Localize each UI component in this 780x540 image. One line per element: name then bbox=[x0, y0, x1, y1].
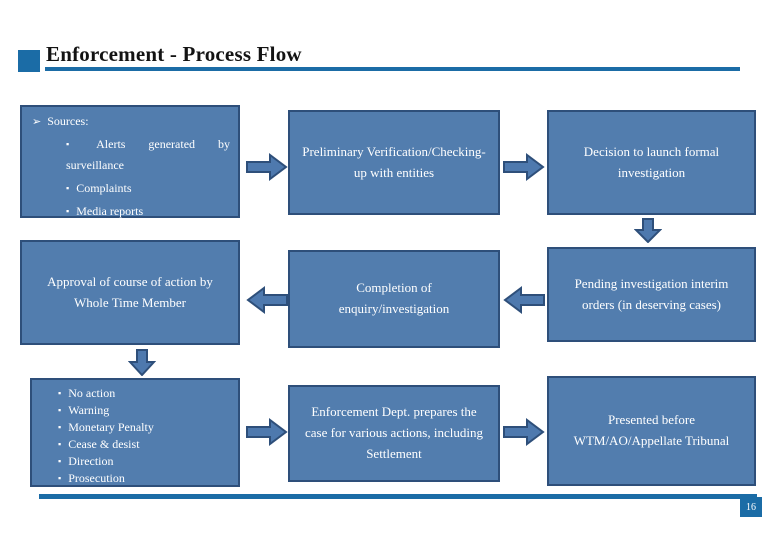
chevron-bullet-icon: ➢ bbox=[32, 116, 42, 128]
list-item: ▪ Warning bbox=[58, 402, 238, 419]
preliminary-verification-box: Preliminary Verification/Checking-up wit… bbox=[288, 110, 500, 215]
page-number-badge: 16 bbox=[740, 497, 762, 517]
box-label: Approval of course of action by Whole Ti… bbox=[47, 273, 213, 310]
list-item: ▪ Monetary Penalty bbox=[58, 419, 238, 436]
pending-orders-box: Pending investigation interim orders (in… bbox=[547, 247, 756, 342]
list-item-label: Monetary Penalty bbox=[68, 420, 154, 434]
sources-heading: ➢ Sources: bbox=[22, 107, 238, 129]
sources-box: ➢Sources: ▪Alerts generated by surveilla… bbox=[20, 105, 240, 218]
square-bullet-icon: ▪ bbox=[58, 456, 62, 466]
box-label: Enforcement Dept. prepares the case for … bbox=[305, 404, 483, 461]
list-item: ▪ Prosecution bbox=[58, 470, 238, 487]
square-bullet-icon: ▪ bbox=[66, 206, 70, 216]
box-label: Decision to launch formal investigation bbox=[583, 143, 720, 180]
page-number: 16 bbox=[746, 501, 756, 513]
box-label: Pending investigation interim orders (in… bbox=[574, 275, 729, 312]
presented-before-box: Presented before WTM/AO/Appellate Tribun… bbox=[547, 376, 756, 486]
list-item-label: Alerts generated by surveillance bbox=[66, 137, 230, 172]
arrow-down-icon bbox=[634, 218, 662, 243]
box-label: Completion of enquiry/investigation bbox=[338, 280, 450, 316]
arrow-right-icon bbox=[503, 152, 545, 182]
square-bullet-icon: ▪ bbox=[58, 439, 62, 449]
square-bullet-icon: ▪ bbox=[58, 473, 62, 483]
arrow-right-icon bbox=[503, 417, 545, 447]
list-item-label: No action bbox=[68, 386, 116, 400]
page-title: Enforcement - Process Flow bbox=[46, 42, 302, 66]
arrow-right-icon bbox=[246, 417, 288, 447]
list-item-label: Cease & desist bbox=[68, 437, 140, 451]
list-item-label: Media reports bbox=[76, 204, 144, 218]
box-label: Preliminary Verification/Checking-up wit… bbox=[302, 143, 486, 180]
arrow-left-icon bbox=[503, 285, 545, 315]
arrow-left-icon bbox=[246, 285, 288, 315]
footer-rule bbox=[39, 494, 757, 499]
actions-list: ▪ No action ▪ Warning ▪ Monetary Penalty ▪ C… bbox=[32, 380, 238, 487]
list-item: ▪ Media reports bbox=[66, 201, 230, 222]
list-item: ▪ Complaints bbox=[66, 178, 230, 199]
square-bullet-icon: ▪ bbox=[58, 422, 62, 432]
box-label: Presented before WTM/AO/Appellate Tribun… bbox=[573, 412, 730, 448]
list-item: ▪Alerts generated by surveillance bbox=[66, 134, 230, 176]
sources-heading-label: Sources: bbox=[47, 114, 89, 128]
square-bullet-icon: ▪ bbox=[58, 388, 62, 398]
title-underline bbox=[45, 67, 740, 71]
list-item-label: Prosecution bbox=[68, 471, 125, 485]
square-bullet-icon: ▪ bbox=[66, 139, 90, 149]
list-item: ▪ Cease & desist bbox=[58, 436, 238, 453]
title-accent-square bbox=[18, 50, 40, 72]
decision-box: Decision to launch formal investigation bbox=[547, 110, 756, 215]
list-item: ▪ No action bbox=[58, 385, 238, 402]
list-item-label: Complaints bbox=[76, 181, 132, 195]
arrow-down-icon bbox=[128, 349, 156, 376]
arrow-right-icon bbox=[246, 152, 288, 182]
enforcement-dept-box: Enforcement Dept. prepares the case for … bbox=[288, 385, 500, 482]
list-item: ▪ Direction bbox=[58, 453, 238, 470]
approval-box: Approval of course of action by Whole Ti… bbox=[20, 240, 240, 345]
list-item-label: Direction bbox=[68, 454, 114, 468]
list-item-label: Warning bbox=[68, 403, 110, 417]
square-bullet-icon: ▪ bbox=[58, 405, 62, 415]
completion-box: Completion of enquiry/investigation bbox=[288, 250, 500, 348]
square-bullet-icon: ▪ bbox=[66, 183, 70, 193]
actions-box: ▪ No action ▪ Warning ▪ Monetary Penalty ▪ C… bbox=[30, 378, 240, 487]
